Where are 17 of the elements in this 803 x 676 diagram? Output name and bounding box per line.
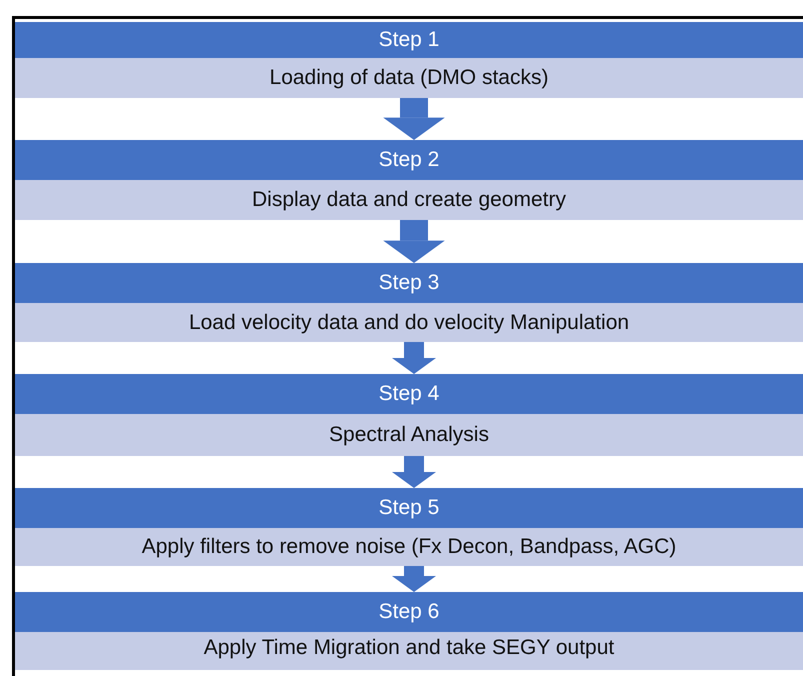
- step-description: Spectral Analysis: [15, 414, 803, 456]
- step-description: Apply filters to remove noise (Fx Decon, Bandpass, AGC): [15, 528, 803, 566]
- step-description: Loading of data (DMO stacks): [15, 58, 803, 98]
- down-arrow: [392, 566, 436, 592]
- down-arrow: [392, 342, 436, 374]
- step-header: Step 3: [15, 263, 803, 303]
- step-header: Step 4: [15, 374, 803, 414]
- step-description: Load velocity data and do velocity Manipulation: [15, 303, 803, 342]
- down-arrow: [383, 220, 445, 263]
- step-description: Apply Time Migration and take SEGY output: [15, 632, 803, 664]
- step-header: Step 1: [15, 22, 803, 58]
- down-arrow: [392, 456, 436, 488]
- down-arrow: [383, 98, 445, 140]
- step-header: Step 2: [15, 140, 803, 180]
- step-description: Display data and create geometry: [15, 180, 803, 220]
- step-header: Step 5: [15, 488, 803, 528]
- step-header: Step 6: [15, 592, 803, 632]
